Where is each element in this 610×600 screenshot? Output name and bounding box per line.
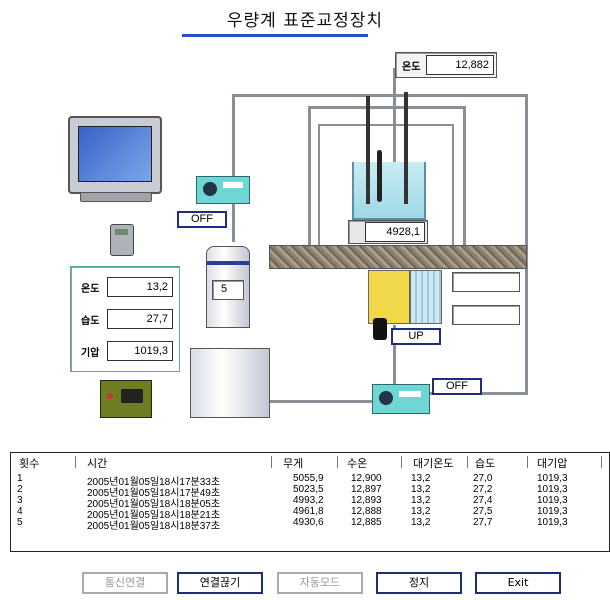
pipe [268,400,372,403]
valve-side-panel [410,270,442,324]
scale-panel: 4928,1 [348,220,428,244]
page-title: 우량계 표준교정장치 [226,11,384,31]
env-humidity-value: 27,7 [107,309,173,329]
pipe [393,325,396,385]
col-header-water-temp: 수온 [347,457,368,470]
water-bucket [352,162,426,220]
pipe [393,68,396,168]
indicator-box-1 [452,272,520,292]
controller-unit-icon [372,384,430,414]
pipe [232,94,235,178]
connect-button[interactable]: 통신연결 [82,572,168,594]
indicator-box-2 [452,305,520,325]
table-row[interactable]: 4 2005년01월05일18시18분21초 4961,8 12,888 13,… [17,506,568,521]
table-row[interactable]: 5 2005년01월05일18시18분37초 4930,6 12,885 13,… [17,517,568,532]
thermometer-bulb [377,150,382,202]
col-header-pressure: 대기압 [537,457,568,470]
stop-button[interactable]: 정지 [376,572,462,594]
exit-button[interactable]: Exit [475,572,561,594]
col-header-count: 횟수 [19,457,40,470]
pipe [232,192,235,242]
handheld-device-icon [110,224,134,256]
title-underline [182,34,368,37]
col-header-humidity: 습도 [475,457,496,470]
pipe [232,94,528,97]
table-row[interactable]: 2 2005년01월05일18시17분49초 5023,5 12,897 13,… [17,484,568,499]
thermometer-probe [404,92,408,204]
pump-value: 5 [221,283,228,295]
col-header-time: 시간 [87,457,108,470]
env-temp-label: 온도 [81,284,100,295]
stone-base [269,245,527,269]
env-temp-value: 13,2 [107,277,173,297]
scale-value: 4928,1 [365,222,425,242]
table-row[interactable]: 1 2005년01월05일18시17분33초 5055,9 12,900 13,… [17,473,568,488]
auto-mode-button[interactable]: 자동모드 [277,572,363,594]
temp-label: 온도 [402,62,421,73]
monitor-stand [80,192,152,202]
disconnect-button[interactable]: 연결끊기 [177,572,263,594]
off-button-left[interactable]: OFF [177,211,227,228]
pump-readout: 5 [212,280,244,300]
pipe [525,94,528,394]
valve-mechanism [368,270,410,324]
env-pressure-label: 기압 [81,348,100,359]
thermometer-probe [366,96,370,204]
env-pressure-value: 1019,3 [107,341,173,361]
env-humidity-label: 습도 [81,316,100,327]
controller-unit-icon [196,176,250,204]
temp-readout-panel: 온도 12,882 [395,52,497,78]
monitor-icon [68,116,162,194]
temp-value: 12,882 [426,55,494,75]
pump-base [190,348,270,418]
off-button-right[interactable]: OFF [432,378,482,395]
environment-panel: 온도 13,2 습도 27,7 기압 1019,3 [70,266,180,372]
valve-knob [373,318,387,340]
chamber-inner [318,124,454,246]
data-table: 횟수 시간 무게 수온 대기온도 습도 대기압 1 2005년01월05일18시… [10,452,610,552]
up-button[interactable]: UP [391,328,441,345]
col-header-air-temp: 대기온도 [413,457,454,470]
col-header-weight: 무게 [283,457,304,470]
table-row[interactable]: 3 2005년01월05일18시18분05초 4993,2 12,893 13,… [17,495,568,510]
sensor-box-icon [100,380,152,418]
